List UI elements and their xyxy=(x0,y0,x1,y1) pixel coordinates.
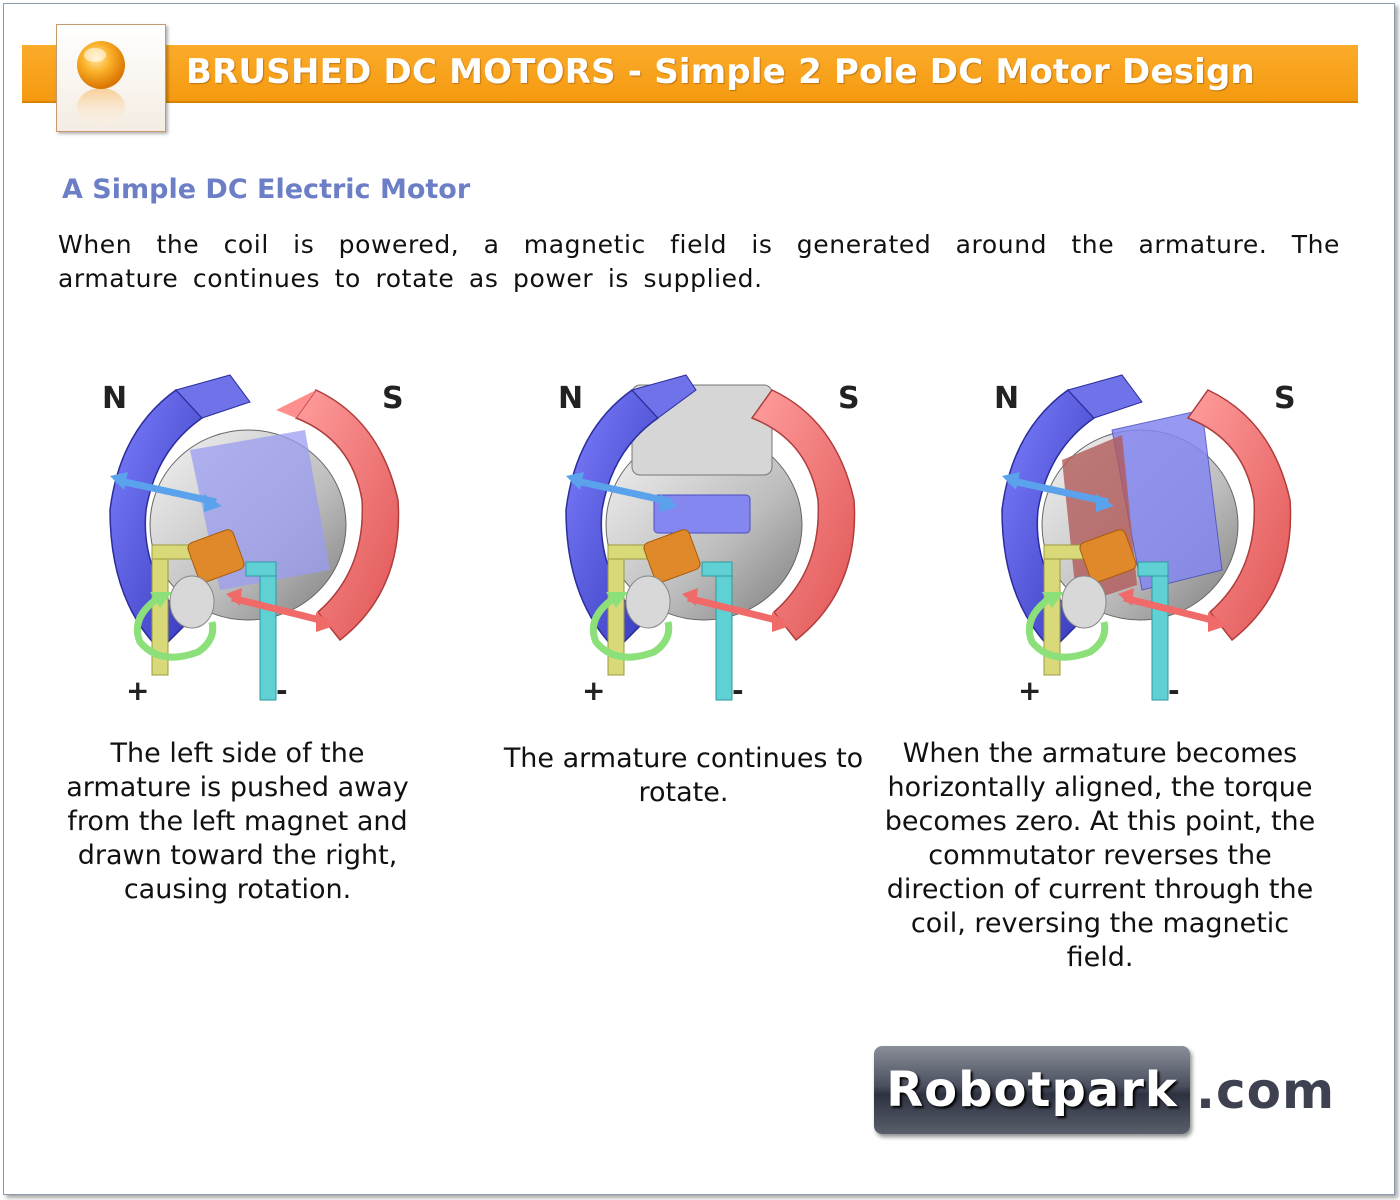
brand-logo[interactable]: Robotpark xyxy=(874,1046,1190,1134)
plus-label: + xyxy=(126,674,149,707)
section-heading: A Simple DC Electric Motor xyxy=(62,174,471,205)
south-magnet xyxy=(750,389,856,642)
brand-name: Robotpark xyxy=(886,1062,1178,1118)
north-force-arrow xyxy=(1007,476,1109,506)
motor-diagram-3: N S + - xyxy=(972,340,1332,720)
logo-box xyxy=(56,24,166,132)
brand-suffix: .com xyxy=(1196,1062,1336,1120)
south-magnet xyxy=(1186,389,1292,642)
south-force-arrow xyxy=(231,594,329,626)
commutator xyxy=(643,529,701,583)
shaft xyxy=(1061,575,1107,629)
south-label: S xyxy=(838,381,860,416)
south-force-arrow xyxy=(1123,594,1221,626)
caption-diagram-1: The left side of the armature is pushed … xyxy=(66,738,409,905)
south-label: S xyxy=(1274,381,1296,416)
minus-label: - xyxy=(276,674,288,707)
south-force-arrow xyxy=(687,594,785,626)
commutator xyxy=(187,529,245,583)
north-label: N xyxy=(102,381,127,416)
motor-diagram-1: N S + - xyxy=(80,340,440,720)
rotation-arrow xyxy=(133,595,217,661)
minus-label: - xyxy=(732,674,744,707)
plus-label: + xyxy=(582,674,605,707)
north-force-arrow xyxy=(115,476,217,506)
north-force-arrow xyxy=(571,476,673,506)
page-title: BRUSHED DC MOTORS - Simple 2 Pole DC Mot… xyxy=(186,52,1255,92)
south-label: S xyxy=(382,381,404,416)
armature-coil xyxy=(653,494,751,534)
shaft xyxy=(625,575,671,629)
orange-orb-icon xyxy=(77,41,125,126)
commutator xyxy=(1079,529,1137,583)
title-banner xyxy=(22,45,1358,103)
north-label: N xyxy=(558,381,583,416)
motor-diagram-2: N S + - xyxy=(536,340,896,720)
minus-terminal xyxy=(715,561,733,701)
intro-paragraph: When the coil is powered, a magnetic fie… xyxy=(58,230,1340,293)
minus-terminal xyxy=(1151,561,1169,701)
rotation-arrow xyxy=(1025,595,1109,661)
plus-label: + xyxy=(1018,674,1041,707)
caption-diagram-3: When the armature becomes horizontally a… xyxy=(884,738,1316,973)
rotation-arrow xyxy=(589,595,673,661)
shaft xyxy=(169,575,215,629)
caption-diagram-2: The armature continues to rotate. xyxy=(503,743,864,808)
minus-label: - xyxy=(1168,674,1180,707)
south-magnet xyxy=(294,389,400,642)
north-label: N xyxy=(994,381,1019,416)
minus-terminal xyxy=(259,561,277,701)
